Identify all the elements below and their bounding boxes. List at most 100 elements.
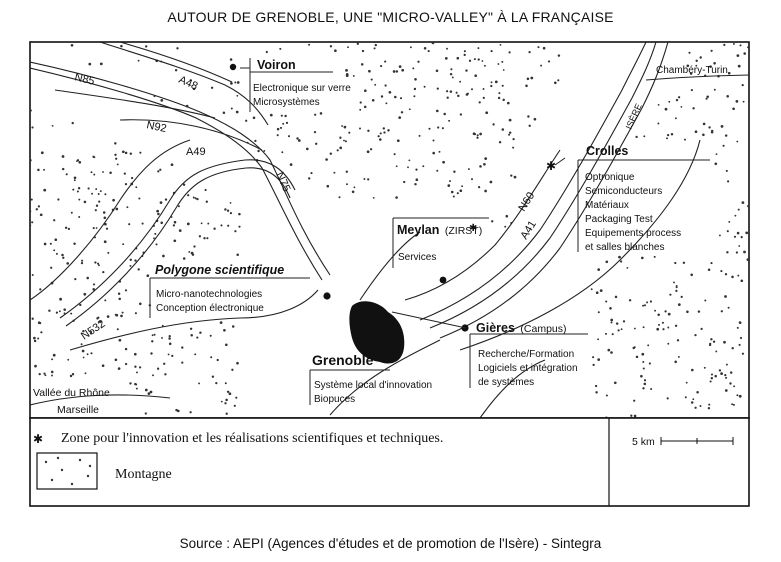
- mountain-dot: [265, 50, 268, 54]
- mountain-dot: [724, 295, 727, 298]
- mountain-dot: [37, 168, 40, 172]
- mountain-dot: [694, 333, 697, 337]
- mountain-dot: [664, 107, 668, 111]
- mountain-dot: [147, 392, 151, 395]
- mountain-dot: [459, 113, 463, 116]
- mountain-dot: [116, 163, 119, 166]
- mountain-dot: [610, 318, 614, 322]
- mountain-dot: [137, 59, 140, 62]
- meylan-star-icon: ✱: [469, 223, 477, 234]
- mountain-dot: [675, 286, 678, 289]
- mountain-dot: [680, 106, 683, 108]
- mountain-dot: [276, 127, 280, 131]
- mountain-dot: [614, 381, 617, 385]
- mountain-dot: [592, 363, 595, 367]
- mountain-dot: [287, 135, 291, 138]
- mountain-dot: [70, 312, 73, 315]
- mountain-dot: [526, 77, 530, 81]
- mountain-dot: [88, 62, 92, 66]
- mountain-dot: [689, 72, 693, 75]
- mountain-dot: [724, 373, 727, 377]
- mountain-dot: [176, 409, 180, 413]
- mountain-dot: [490, 81, 493, 84]
- mountain-dot: [642, 367, 645, 370]
- mountain-dot: [160, 221, 163, 225]
- mountain-dot: [485, 111, 489, 115]
- mountain-dot: [235, 110, 239, 114]
- mountain-dot: [121, 150, 125, 154]
- mountain-dot: [443, 112, 446, 116]
- mountain-dot: [394, 95, 397, 99]
- mountain-dot: [129, 152, 133, 155]
- mountain-dot: [282, 122, 285, 125]
- mountain-dot: [408, 159, 411, 162]
- mountain-dot: [118, 297, 121, 301]
- mountain-dot: [668, 100, 671, 103]
- mountain-dot: [502, 69, 505, 71]
- mountain-dot: [157, 170, 160, 173]
- mountain-dot: [171, 354, 174, 358]
- mountain-dot: [736, 231, 740, 235]
- mountain-dot: [138, 197, 141, 200]
- mountain-dot: [709, 65, 712, 68]
- mountain-dot: [229, 202, 232, 204]
- mountain-dot: [186, 222, 190, 226]
- mountain-dot: [463, 53, 466, 57]
- mountain-dot: [666, 137, 668, 140]
- mountain-dot: [438, 150, 441, 153]
- mountain-dot: [93, 156, 96, 159]
- mountain-dot: [254, 139, 257, 143]
- mountain-dot: [305, 147, 309, 151]
- mountain-dot: [53, 249, 56, 252]
- mountain-dot: [296, 137, 299, 140]
- mountain-dot: [667, 326, 670, 329]
- mountain-dot: [133, 352, 137, 356]
- mountain-dot: [30, 159, 32, 162]
- mountain-dot: [387, 129, 390, 132]
- mountain-dot: [366, 150, 370, 154]
- mountain-dot: [234, 230, 237, 233]
- mountain-dot: [727, 306, 730, 309]
- mountain-dot: [413, 95, 416, 98]
- mountain-dot: [279, 126, 283, 129]
- map-title: AUTOUR DE GRENOBLE, UNE "MICRO-VALLEY" À…: [167, 9, 614, 25]
- mountain-dot: [508, 131, 512, 134]
- mountain-dot: [452, 195, 455, 198]
- mountain-dot: [735, 100, 739, 103]
- mountain-dot: [144, 45, 148, 48]
- mountain-dot: [188, 250, 191, 253]
- mountain-dot: [76, 190, 79, 193]
- mountain-dot: [348, 131, 351, 134]
- mountain-dot: [95, 188, 98, 191]
- mountain-dot: [491, 220, 494, 223]
- mountain-dot: [473, 132, 477, 136]
- mountain-dot: [34, 364, 37, 368]
- gieres-line-3: de systèmes: [478, 377, 534, 388]
- mountain-dot: [139, 302, 142, 306]
- mountain-dot: [554, 81, 557, 85]
- mountain-dot: [86, 353, 89, 356]
- mountain-dot: [74, 278, 77, 281]
- mountain-dot: [138, 366, 142, 369]
- mountain-dot: [30, 210, 32, 213]
- mountain-dot: [743, 250, 746, 254]
- mountain-dot: [667, 342, 670, 345]
- mountain-dot: [57, 198, 60, 201]
- mountain-dot: [732, 403, 735, 406]
- mountain-dot: [181, 361, 184, 364]
- mountain-dot: [98, 264, 100, 267]
- mountain-dot: [120, 44, 123, 48]
- mountain-dot: [224, 402, 227, 405]
- legend-frame: [29, 417, 750, 507]
- mountain-dot: [289, 163, 293, 166]
- mountain-dot: [595, 291, 599, 295]
- mountain-dot: [115, 157, 118, 160]
- mountain-dot: [646, 301, 649, 304]
- mountain-dot: [723, 43, 726, 47]
- mountain-dot: [525, 84, 528, 88]
- mountain-dot: [737, 208, 740, 211]
- mountain-dot: [48, 309, 51, 312]
- mountain-dot: [231, 325, 235, 328]
- mountain-dot: [129, 264, 132, 267]
- mountain-dot: [103, 240, 107, 244]
